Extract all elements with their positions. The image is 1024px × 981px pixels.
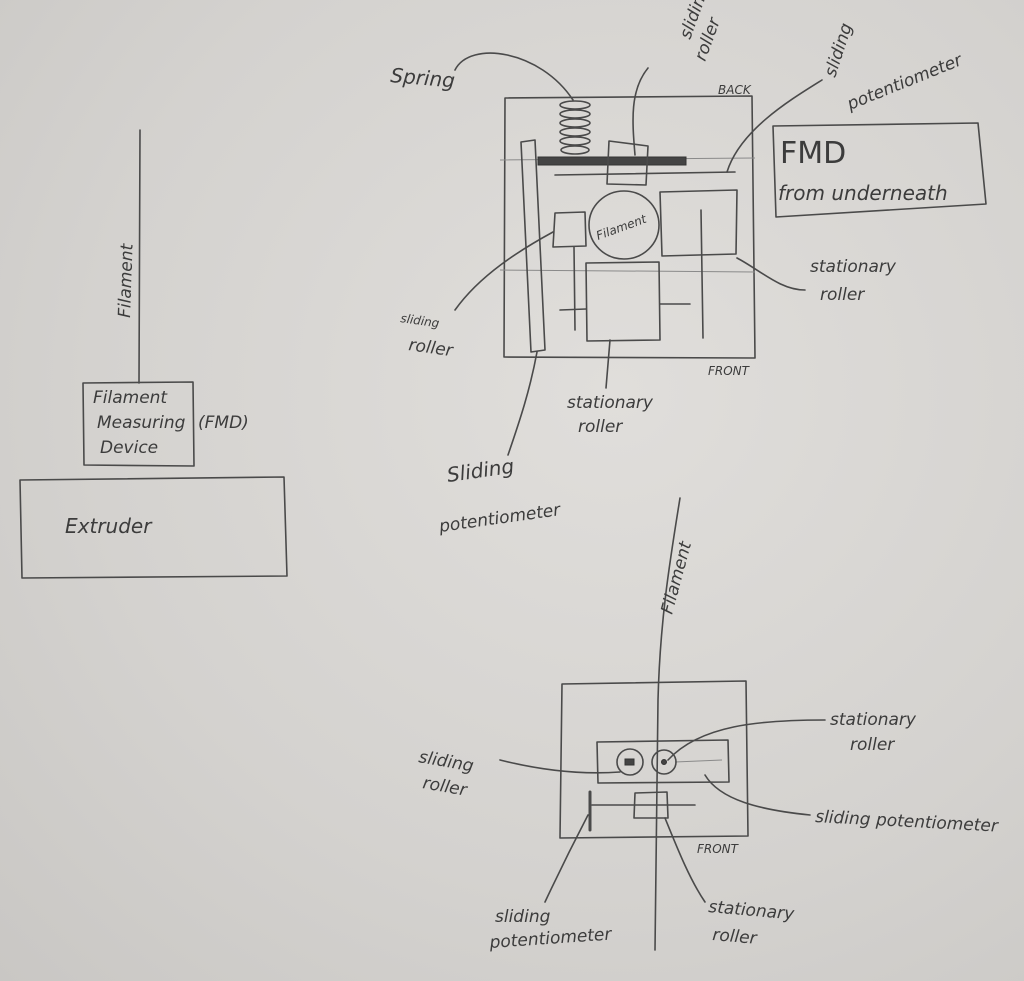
top-housing-box <box>503 95 756 359</box>
filament-line-bottom <box>654 497 681 951</box>
stationary-roller-right-label-2: roller <box>820 285 865 305</box>
stationary-roller-top-label-2: roller <box>850 735 895 755</box>
roller-plate <box>596 739 730 784</box>
extruder-box <box>19 476 288 579</box>
sliding-roller-top <box>606 140 649 186</box>
sliding-roller-top-leader <box>632 67 649 156</box>
roller-hub <box>624 758 635 766</box>
sliding-roller-circle <box>616 748 644 776</box>
sliding-roller-left-leader <box>454 231 554 311</box>
sliding-pot-bottom-label-2: potentiometer <box>437 500 563 537</box>
stationary-roller-right-label-1: stationary <box>810 257 897 277</box>
bottom-housing-box <box>559 680 749 839</box>
filament-circle-label: Filament <box>594 211 649 242</box>
spring-drawing <box>559 100 591 155</box>
sliding-pot-top-label-2: potentiometer <box>843 50 965 115</box>
sliding-pot-top-leader <box>726 79 823 173</box>
horizontal-rod <box>537 156 687 166</box>
stationary-roller-top-label-1: stationary <box>830 710 917 730</box>
sliding-pot-right-label: sliding potentiometer <box>815 807 1000 837</box>
stationary-roller-bottom-label-2: roller <box>712 925 759 949</box>
potentiometer-track-bottom <box>674 759 723 763</box>
potentiometer-track <box>554 171 736 176</box>
filament-line <box>138 129 141 384</box>
roller-axle-dot <box>661 759 667 765</box>
sliding-pot-bottom-leader <box>544 814 589 903</box>
fmd-abbrev-label: (FMD) <box>198 413 249 433</box>
fmd-box <box>82 381 195 467</box>
title-box <box>772 122 987 218</box>
filament-label-bottom: Filament <box>658 538 697 616</box>
sliding-roller-label-2: roller <box>421 773 469 801</box>
stationary-roller-right <box>659 189 738 257</box>
back-label: BACK <box>718 83 752 97</box>
stationary-roller-right-leader <box>736 257 806 291</box>
roller-axle <box>573 246 576 331</box>
sliding-roller-left-label-2: roller <box>407 335 455 361</box>
front-label: FRONT <box>708 364 751 378</box>
filament-circle <box>588 190 660 260</box>
sliding-roller-left <box>552 211 587 248</box>
stationary-roller-circle <box>651 749 677 775</box>
stationary-roller-top-leader <box>667 719 826 761</box>
fmd-label-line2: Measuring <box>97 413 186 433</box>
left-sketch: Filament Filament Measuring Device (FMD)… <box>19 129 288 579</box>
stationary-roller-bottom-label-1: stationary <box>708 897 796 924</box>
stationary-roller-bottom-leader <box>605 339 611 389</box>
stationary-roller-square <box>633 791 669 819</box>
fmd-label-line1: Filament <box>93 388 168 408</box>
fmd-label-line3: Device <box>100 438 158 458</box>
stationary-roller-bottom <box>585 261 661 342</box>
stationary-roller-bottom-label-2: roller <box>578 417 623 437</box>
stationary-roller-bottom-leader <box>664 817 706 903</box>
sliding-pot-top-label-1: sliding <box>821 20 857 79</box>
sliding-pot-bottom-label-1: sliding <box>495 907 551 927</box>
spring-leader <box>454 52 574 101</box>
sliding-roller-left-label-1: sliding <box>400 311 441 330</box>
sliding-roller-label-1: sliding <box>417 747 475 776</box>
stationary-axle <box>700 209 704 339</box>
vertical-potentiometer <box>520 139 546 353</box>
top-sketch: Filament Spring sliding roller BACK slid… <box>390 0 987 537</box>
roller-axle-bottom <box>559 303 691 311</box>
sliding-pot-bottom-leader <box>507 351 538 456</box>
sliding-roller-leader <box>499 759 621 774</box>
sliding-pot-bottom-label-1: Sliding <box>445 454 515 487</box>
sliding-pot-bottom-label-2: potentiometer <box>488 924 613 953</box>
extruder-label: Extruder <box>65 514 153 538</box>
title-box-heading: FMD <box>780 136 846 171</box>
title-box-subtitle: from underneath <box>778 181 948 205</box>
sliding-pot-right-leader <box>704 774 811 816</box>
filament-label: Filament <box>115 242 138 318</box>
front-label-bottom: FRONT <box>697 842 740 856</box>
bottom-sketch: Filament stationary roller sliding rolle… <box>417 497 1000 953</box>
stationary-roller-bottom-label-1: stationary <box>567 393 654 413</box>
spring-label: Spring <box>390 63 456 93</box>
